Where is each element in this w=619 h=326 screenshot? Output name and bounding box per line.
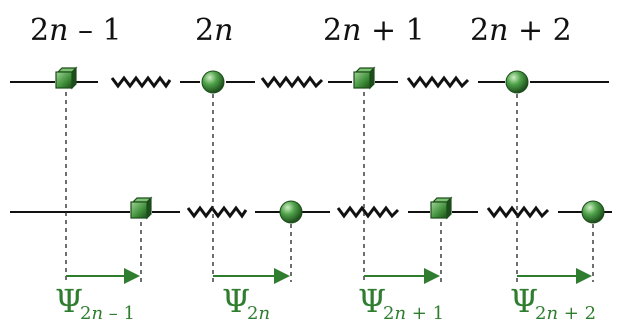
cube-particle-top-3 <box>353 66 376 90</box>
spring-top-2 <box>260 75 324 89</box>
svg-text:Ψ: Ψ <box>222 282 250 320</box>
svg-text:2n + 2: 2n + 2 <box>535 303 596 324</box>
spring-top-1 <box>110 75 172 89</box>
cube-particle-bottom-3 <box>430 196 453 220</box>
svg-text:2n + 1: 2n + 1 <box>383 303 444 324</box>
svg-text:2n: 2n <box>247 303 270 324</box>
displacement-guides <box>140 222 594 282</box>
psi-label-2n-minus-1: Ψ 2n – 1 <box>55 282 135 324</box>
spring-bottom-2 <box>336 205 400 219</box>
site-label-2n: 2n <box>195 13 233 48</box>
psi-label-2n: Ψ 2n <box>222 282 270 324</box>
cube-particle-top-1 <box>55 66 78 90</box>
psi-label-2n-plus-1: Ψ 2n + 1 <box>358 282 444 324</box>
site-label-2n-minus-1: 2n – 1 <box>30 13 122 48</box>
cube-particle-bottom-1 <box>130 196 153 220</box>
psi-label-2n-plus-2: Ψ 2n + 2 <box>510 282 596 324</box>
svg-text:Ψ: Ψ <box>358 282 386 320</box>
svg-text:2n – 1: 2n – 1 <box>80 303 135 324</box>
site-label-2n-plus-2: 2n + 2 <box>470 13 572 48</box>
sphere-particle-bottom-4 <box>581 200 605 224</box>
equilibrium-chain <box>10 75 609 89</box>
sphere-particle-bottom-2 <box>279 200 303 224</box>
svg-text:Ψ: Ψ <box>55 282 83 320</box>
spring-bottom-3 <box>486 205 550 219</box>
displaced-chain <box>10 205 612 219</box>
equilibrium-guides <box>65 92 518 282</box>
sphere-particle-top-4 <box>505 70 529 94</box>
spring-bottom-1 <box>186 205 248 219</box>
site-label-2n-plus-1: 2n + 1 <box>323 13 425 48</box>
svg-text:Ψ: Ψ <box>510 282 538 320</box>
spring-top-3 <box>406 75 470 89</box>
sphere-particle-top-2 <box>201 70 225 94</box>
